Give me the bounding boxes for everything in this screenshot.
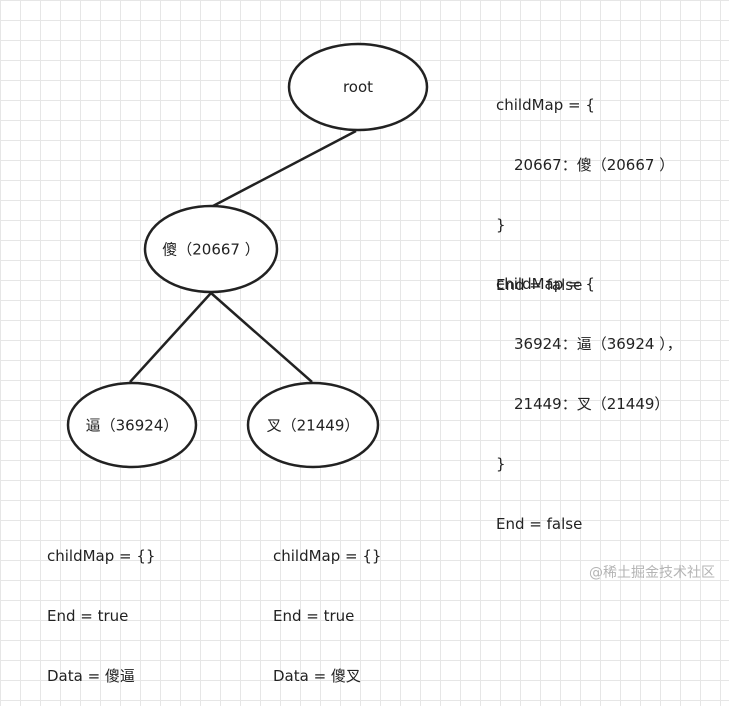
edge-root-sha (212, 129, 357, 208)
node-cha-ellipse (246, 381, 380, 469)
edge-sha-bi (129, 292, 212, 383)
note-sha-line: childMap = { (496, 275, 595, 293)
node-root-label: root (342, 78, 374, 96)
note-root-line: } (496, 216, 506, 234)
note-cha: childMap = {} End = true Data = 傻叉 (273, 506, 381, 706)
note-cha-line: End = true (273, 607, 355, 625)
node-cha-label: 叉（21449） (266, 416, 360, 435)
note-bi: childMap = {} End = true Data = 傻逼 (47, 506, 155, 706)
note-root-line: 20667：傻（20667 ） (514, 156, 675, 174)
note-root-line: childMap = { (496, 96, 595, 114)
node-sha-ellipse (143, 204, 279, 294)
note-sha-line: 36924：逼（36924 ）， (514, 335, 682, 353)
edge-sha-cha (210, 292, 313, 383)
node-bi-ellipse (66, 381, 198, 469)
note-root: childMap = { 20667：傻（20667 ） } End = fal… (496, 55, 674, 315)
trie-diagram (66, 42, 429, 469)
note-bi-line: Data = 傻逼 (47, 667, 135, 685)
note-sha-line: End = false (496, 515, 583, 533)
note-bi-line: childMap = {} (47, 547, 156, 565)
note-cha-line: childMap = {} (273, 547, 382, 565)
node-sha-label: 傻（20667 ） (162, 240, 260, 259)
node-bi-label: 逼（36924） (85, 416, 179, 435)
note-sha: childMap = { 36924：逼（36924 ）， 21449：叉（21… (496, 234, 682, 554)
note-sha-line: 21449：叉（21449） (514, 395, 670, 413)
note-sha-line: } (496, 455, 506, 473)
note-bi-line: End = true (47, 607, 129, 625)
note-root-line: End = false (496, 276, 583, 294)
note-cha-line: Data = 傻叉 (273, 667, 361, 685)
watermark: @稀土掘金技术社区 (589, 565, 715, 581)
node-root-ellipse (287, 42, 429, 132)
